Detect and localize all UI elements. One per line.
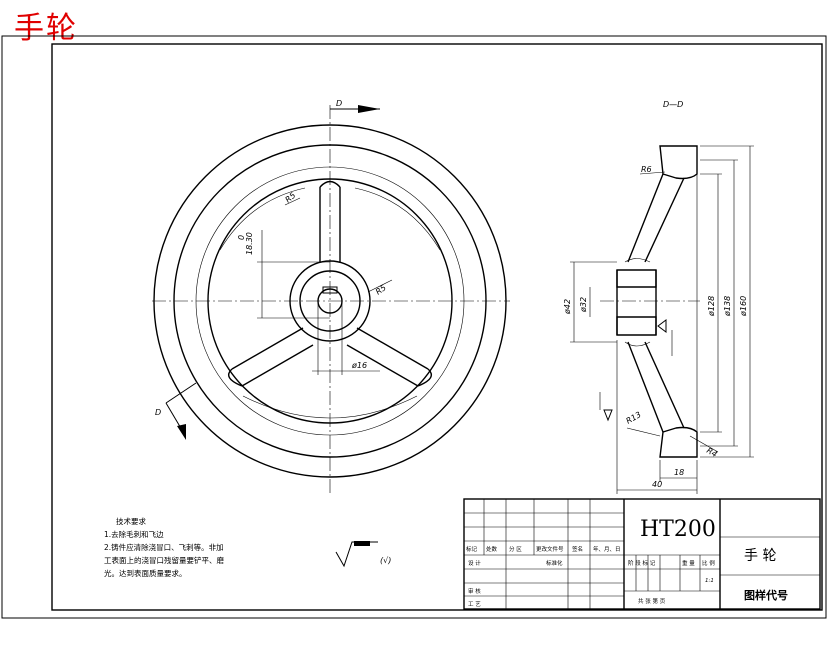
view-mark-bottom: D [155,408,161,417]
tb-label-zone: 分 区 [509,545,522,553]
tb-label-date: 年、月、日 [593,545,621,553]
part-name: 手 轮 [744,548,776,564]
tech-line-2: 2.铸件应清除浇冒口、飞刺等。非加 [104,542,224,552]
tb-standardize: 标准化 [546,559,563,567]
tech-line-3: 工表面上的浇冒口残留量要铲平、磨 [104,555,224,565]
title-block: HT200 手 轮 图样代号 标记 处数 分 区 更改文件号 签名 年、月、日 … [463,498,821,610]
tech-line-4: 光。达到表面质量要求。 [104,568,187,578]
surface-symbol: (√) [380,556,391,565]
material: HT200 [640,517,716,542]
dim-d32: ø32 [579,297,588,313]
dim-w40: 40 [652,480,662,489]
tb-label-sign: 签名 [572,545,583,553]
dim-r5-hub: R5 [374,283,388,296]
surface-roughness-mark: (√) [335,541,391,568]
tb-label-count: 处数 [486,545,498,553]
tb-process: 工 艺 [468,601,481,608]
inner-border [51,43,823,611]
front-view: 18.30 0 ø16 R5 R5 D D [152,99,510,495]
tech-heading: 技术要求 [116,516,146,526]
section-label: D—D [663,100,683,109]
tb-scale-label: 比 例 [702,559,715,567]
tb-design: 设 计 [468,559,481,567]
dim-w18: 18 [674,468,684,477]
tech-line-1: 1.去除毛刺和飞边 [104,529,164,539]
technical-requirements: 技术要求 1.去除毛刺和飞边 2.铸件应清除浇冒口、飞刺等。非加 工表面上的浇冒… [104,516,224,578]
tb-review: 审 核 [468,587,481,595]
dim-r13: R13 [625,410,643,426]
dim-r6: R6 [641,165,652,174]
spoke-up [319,180,341,262]
dim-d42: ø42 [563,299,572,315]
view-mark-top: D [336,99,342,108]
dim-keyway-tol: 0 [237,235,246,240]
tb-weight: 重 量 [682,559,695,567]
drawing-code: 图样代号 [744,588,788,602]
dim-d138: ø138 [723,296,732,317]
dim-d160: ø160 [739,296,748,317]
dim-keyway: 18.30 [245,232,254,255]
spoke-lower-right [346,327,432,387]
tb-scale: 1:1 [705,578,714,584]
dim-r5-top: R5 [284,191,298,205]
tb-stage: 阶 段 标 记 [628,559,656,567]
tb-sheet-info: 共 张 第 页 [638,597,666,605]
dim-d128: ø128 [707,296,716,317]
dim-bore: ø16 [351,361,367,370]
outer-border [1,35,827,619]
spoke-lower-left [228,327,314,387]
section-view: D—D ø42 ø32 ø128 ø138 [563,100,754,494]
tb-label-change: 更改文件号 [536,545,564,553]
tb-label-mark: 标记 [466,545,478,553]
drawing-title: 手轮 [14,11,78,46]
